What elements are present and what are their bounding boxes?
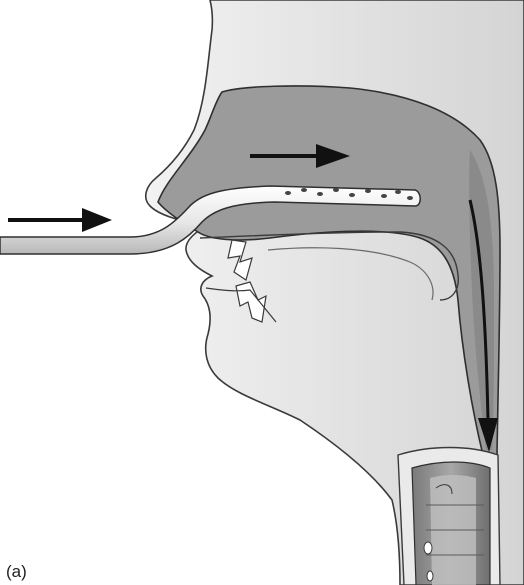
trachea: [398, 448, 500, 585]
right-arrow-icon: [8, 208, 112, 232]
panel-label: (a): [6, 562, 27, 582]
